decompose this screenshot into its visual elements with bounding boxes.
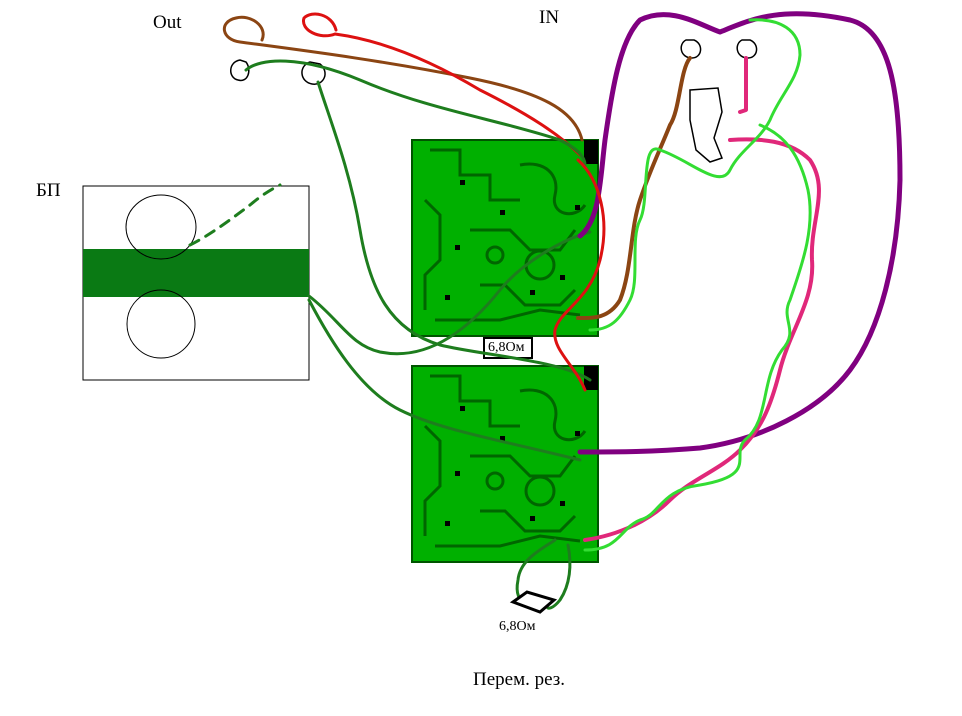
capacitor-bottom [126, 289, 196, 359]
resistor-top-label: 6,8Ом [488, 340, 525, 355]
wire-brown-in [576, 56, 692, 321]
wire-green-out-2 [316, 80, 592, 382]
in-terminal-1 [680, 39, 702, 59]
out-terminal-2 [301, 61, 326, 85]
wire-green-psu-fragment [188, 183, 282, 247]
wire-pink-in [583, 56, 821, 542]
wire-green-res2-2 [546, 543, 572, 610]
wire-lightgreen-in [588, 18, 802, 332]
resistor-bottom-body [509, 590, 558, 614]
amplifier-board-bottom [411, 365, 599, 563]
wire-purple-in [577, 11, 903, 455]
power-supply-label: БП [36, 180, 61, 201]
wire-lightgreen-in-2 [583, 123, 812, 552]
wire-green-out-1 [244, 59, 587, 167]
potentiometer-label: Перем. рез. [473, 669, 566, 690]
wire-red-out [302, 12, 582, 157]
wire-green-psu-1 [307, 230, 592, 356]
power-supply-block [82, 185, 310, 381]
capacitor-top [125, 194, 197, 260]
out-label: Out [153, 12, 182, 33]
wire-green-psu-2 [307, 298, 582, 462]
resistor-bottom-label: 6,8Ом [499, 619, 536, 634]
input-jack [680, 39, 758, 163]
in-label: IN [539, 7, 560, 28]
in-terminal-2 [736, 39, 758, 59]
wire-brown-out [223, 15, 584, 142]
amplifier-board-top [411, 139, 599, 337]
potentiometer-shaft [689, 87, 723, 163]
wire-red-inter [553, 158, 606, 392]
power-supply-stripe [83, 249, 309, 297]
